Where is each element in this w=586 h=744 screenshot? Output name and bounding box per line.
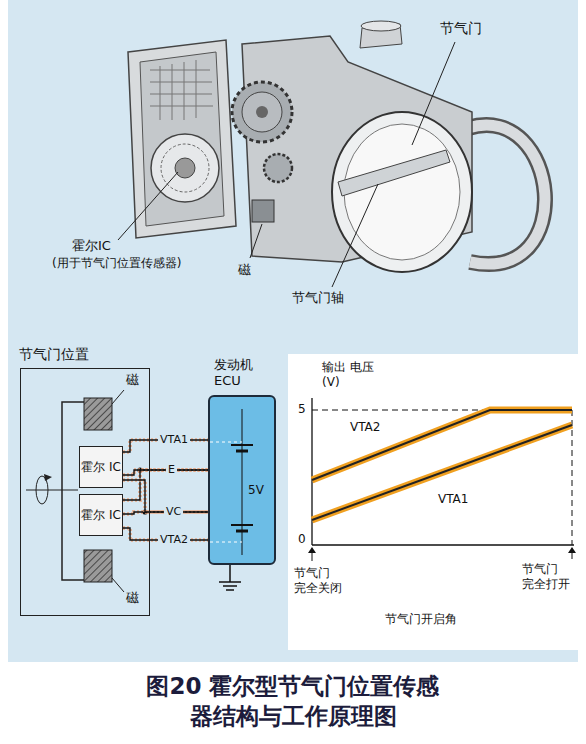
x-axis (312, 544, 574, 545)
tick-label: 5 (298, 402, 306, 417)
part-label: 节气门 (440, 20, 482, 38)
magnet-symbol (84, 550, 112, 582)
hall-ic-housing (151, 134, 219, 202)
axis-title: 输出 电压(V) (322, 360, 376, 390)
figure-caption: 图20 霍尔型节气门位置传感器结构与工作原理图 (145, 672, 441, 732)
axis-title: 节气门开启角 (385, 612, 457, 627)
tick-arrow (308, 547, 316, 553)
throttle-valve (344, 124, 460, 260)
ecu-box: 发动机 ECU5V (208, 395, 276, 565)
y-axis (311, 398, 312, 545)
sensor-cover (128, 40, 236, 238)
part-label: 节气门轴 (292, 290, 344, 306)
throttle-bore (332, 112, 472, 272)
axis-note: 节气门 完全打开 (522, 562, 574, 592)
battery-symbol (242, 409, 243, 555)
battery-symbol (231, 444, 253, 446)
ground-symbol (223, 585, 237, 587)
ground-symbol (219, 581, 241, 583)
node-heading: 发动机 ECU (214, 357, 274, 388)
output-chart (288, 354, 580, 650)
max-line (572, 410, 573, 545)
leader-line (118, 172, 178, 240)
node-heading: 节气门位置 (19, 346, 89, 363)
leader-line (250, 224, 262, 258)
leader-line (112, 390, 124, 404)
rotation-arrow (44, 474, 52, 481)
hall-ic-box: 霍尔 IC (79, 494, 123, 536)
series-label: VTA2 (350, 420, 380, 435)
battery-symbol (236, 530, 248, 533)
coolant-pipe (468, 125, 545, 264)
part-label: (用于节气门位置传感器) (52, 256, 181, 271)
throttle-housing (242, 36, 472, 262)
inlet-pipe (361, 21, 401, 31)
part-label: 磁 (126, 590, 139, 606)
leader-line (112, 578, 124, 592)
series-label: VTA1 (438, 492, 468, 507)
gear (256, 106, 268, 118)
battery-symbol (236, 450, 248, 453)
gear (242, 92, 282, 132)
ground-symbol (226, 589, 234, 591)
ground-symbol (229, 565, 231, 582)
battery-symbol (210, 542, 242, 543)
signal-name: VC (164, 504, 183, 520)
component-label: 霍尔 IC (81, 460, 121, 474)
leader-line (332, 184, 378, 287)
signal-name: VTA2 (158, 532, 190, 548)
battery-symbol (231, 524, 253, 526)
gear (264, 154, 292, 182)
leader-line (412, 42, 455, 145)
coolant-pipe (468, 125, 545, 264)
part-label: 霍尔IC (72, 238, 111, 254)
tick-label: 0 (298, 532, 306, 547)
throttle-shaft (338, 150, 450, 196)
tick-arrow (568, 547, 576, 553)
throttle-body-drawing (118, 21, 545, 287)
vta1-curve (312, 425, 572, 520)
hall-ic (175, 158, 195, 178)
magnet-symbol (84, 398, 112, 430)
hall-ic-housing (161, 144, 209, 192)
component-label: 霍尔 IC (81, 508, 121, 522)
cover-ribs (150, 60, 213, 120)
signal-name: E (166, 462, 177, 478)
chart-panel (288, 354, 580, 650)
sensor-housing: 节气门位置霍尔 IC霍尔 IC (20, 368, 150, 616)
axis-note: 节气门 完全关闭 (294, 566, 346, 596)
gear (232, 82, 292, 142)
battery-symbol (210, 397, 274, 563)
shaft-axis (26, 490, 78, 491)
sensor-cover (140, 52, 224, 226)
part-label: 磁 (126, 372, 139, 388)
part-label: 磁 (238, 262, 251, 278)
magnet (252, 200, 274, 222)
voltage-label: 5V (248, 483, 264, 497)
battery-symbol (210, 442, 242, 443)
hall-ic-box: 霍尔 IC (79, 446, 123, 488)
vta1-curve (312, 425, 572, 520)
signal-name: VTA1 (158, 432, 190, 448)
